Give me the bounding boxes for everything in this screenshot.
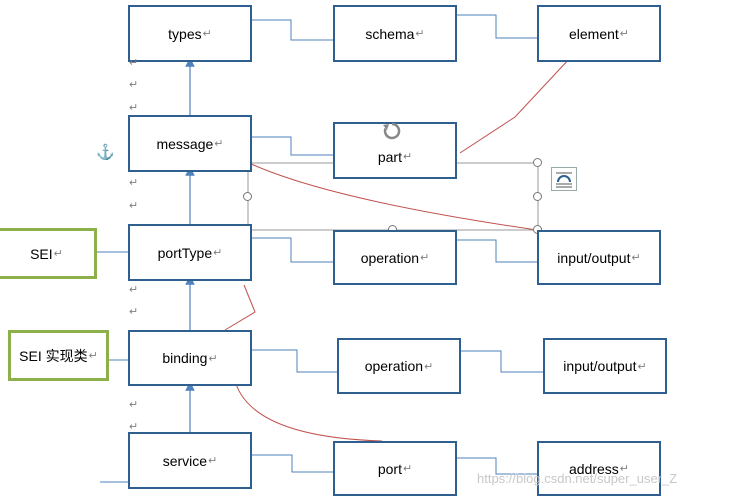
red-line-element-part bbox=[459, 56, 572, 154]
paragraph-mark: ↵ bbox=[129, 306, 139, 318]
rotate-icon[interactable] bbox=[382, 121, 402, 141]
inout-label: input/output bbox=[563, 358, 637, 374]
box-element[interactable]: element↵ bbox=[537, 5, 661, 62]
return-mark: ↵ bbox=[213, 247, 223, 259]
box-operation-1[interactable]: operation↵ bbox=[333, 230, 457, 285]
schema-label: schema bbox=[365, 25, 415, 42]
connector-message-part bbox=[252, 136, 333, 156]
selection-handle-w[interactable] bbox=[243, 192, 252, 201]
inout-label: input/output bbox=[557, 249, 631, 266]
selection-handle-ne[interactable] bbox=[533, 158, 542, 167]
paragraph-mark: ↵ bbox=[129, 57, 139, 69]
layout-options-icon[interactable] bbox=[551, 167, 577, 191]
paragraph-mark: ↵ bbox=[129, 200, 139, 212]
box-schema[interactable]: schema↵ bbox=[333, 5, 457, 62]
box-types[interactable]: types↵ bbox=[128, 5, 252, 62]
paragraph-mark: ↵ bbox=[129, 284, 139, 296]
box-porttype[interactable]: portType↵ bbox=[128, 224, 252, 281]
red-line-message-inout bbox=[248, 162, 538, 231]
box-inout-1[interactable]: input/output↵ bbox=[537, 230, 661, 285]
box-message[interactable]: message↵ bbox=[128, 115, 252, 172]
porttype-label: portType bbox=[157, 244, 213, 261]
return-mark: ↵ bbox=[202, 28, 212, 40]
paragraph-mark: ↵ bbox=[129, 177, 139, 189]
service-label: service bbox=[162, 452, 208, 469]
operation-label: operation bbox=[360, 249, 420, 266]
sei-label: SEI bbox=[30, 245, 53, 262]
return-mark: ↵ bbox=[619, 463, 630, 475]
return-mark: ↵ bbox=[208, 455, 218, 467]
return-mark: ↵ bbox=[53, 248, 63, 260]
return-mark: ↵ bbox=[208, 352, 218, 365]
red-line-binding-porttype bbox=[224, 284, 256, 331]
box-sei-impl[interactable]: SEI 实现类↵ bbox=[8, 330, 109, 381]
return-mark: ↵ bbox=[415, 28, 425, 40]
return-mark: ↵ bbox=[402, 151, 413, 163]
operation-label: operation bbox=[364, 358, 424, 374]
part-label: part bbox=[377, 148, 402, 165]
return-mark: ↵ bbox=[619, 28, 630, 40]
connector-operation-inout-2 bbox=[461, 350, 543, 373]
address-label: address bbox=[568, 460, 619, 477]
connector-porttype-operation bbox=[252, 237, 333, 263]
connector-schema-element bbox=[457, 14, 537, 39]
return-mark: ↵ bbox=[631, 252, 641, 264]
box-inout-2[interactable]: input/output↵ bbox=[543, 338, 667, 394]
watermark: https://blog.csdn.net/super_user_Z bbox=[477, 471, 678, 486]
box-address[interactable]: address↵ bbox=[537, 441, 661, 496]
box-service[interactable]: service↵ bbox=[128, 432, 252, 489]
box-sei[interactable]: SEI↵ bbox=[0, 228, 97, 279]
connector-operation-inout bbox=[457, 239, 537, 263]
element-label: element bbox=[568, 25, 619, 42]
return-mark: ↵ bbox=[424, 360, 434, 373]
connector-types-schema bbox=[252, 19, 333, 41]
box-part[interactable]: part↵ bbox=[333, 122, 457, 179]
box-operation-2[interactable]: operation↵ bbox=[337, 338, 461, 394]
red-line-binding-port bbox=[235, 383, 383, 442]
connector-port-address bbox=[457, 457, 537, 475]
box-port[interactable]: port↵ bbox=[333, 441, 457, 496]
return-mark: ↵ bbox=[402, 463, 413, 475]
connector-service-port bbox=[252, 454, 333, 473]
paragraph-mark: ↵ bbox=[129, 421, 139, 433]
box-binding[interactable]: binding↵ bbox=[128, 330, 252, 386]
return-mark: ↵ bbox=[214, 138, 224, 150]
return-mark: ↵ bbox=[637, 360, 647, 373]
types-label: types bbox=[168, 25, 202, 42]
selection-handle-e[interactable] bbox=[533, 192, 542, 201]
port-label: port bbox=[377, 460, 402, 477]
anchor-icon[interactable]: ⚓ bbox=[96, 144, 115, 161]
binding-label: binding bbox=[162, 350, 208, 366]
connector-binding-operation bbox=[252, 349, 337, 373]
paragraph-mark: ↵ bbox=[129, 102, 139, 114]
sei-impl-label: SEI 实现类 bbox=[19, 347, 88, 364]
paragraph-mark: ↵ bbox=[129, 79, 139, 91]
paragraph-mark: ↵ bbox=[129, 399, 139, 411]
return-mark: ↵ bbox=[420, 252, 430, 264]
message-label: message bbox=[156, 135, 214, 152]
return-mark: ↵ bbox=[88, 350, 98, 362]
